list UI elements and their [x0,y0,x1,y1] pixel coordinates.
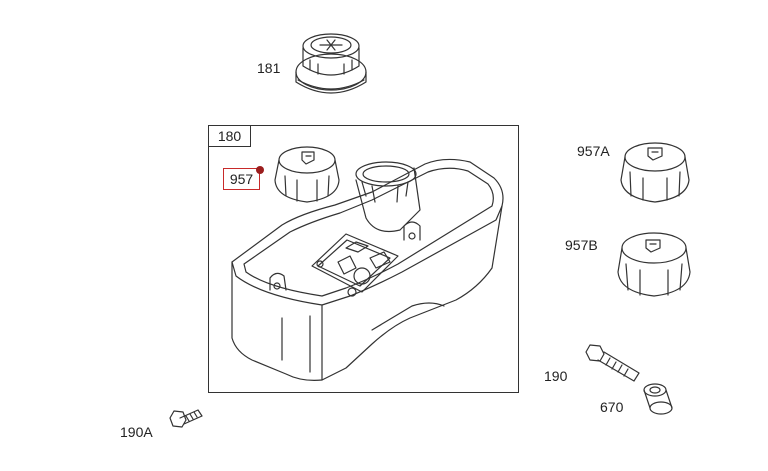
fuel-cap-957a-drawing[interactable] [620,142,690,203]
spacer-670-drawing[interactable] [643,383,673,415]
callout-180[interactable]: 180 [208,125,251,147]
fuel-cap-181-drawing[interactable] [295,33,367,94]
callout-670[interactable]: 670 [600,399,624,415]
callout-957b[interactable]: 957B [565,237,598,253]
callout-181[interactable]: 181 [257,60,281,76]
callout-957-highlighted[interactable]: 957 [223,168,260,190]
callout-957a[interactable]: 957A [577,143,610,159]
bolt-190a-drawing[interactable] [169,409,203,428]
fuel-cap-957b-drawing[interactable] [617,232,691,297]
callout-190a[interactable]: 190A [120,424,153,440]
hotspot-marker-dot[interactable] [256,166,264,174]
fuel-tank-drawing[interactable] [231,158,504,381]
bolt-190-drawing[interactable] [585,344,640,382]
callout-190[interactable]: 190 [544,368,568,384]
assembly-frame-180 [208,125,519,393]
fuel-cap-957-drawing[interactable] [274,146,340,203]
